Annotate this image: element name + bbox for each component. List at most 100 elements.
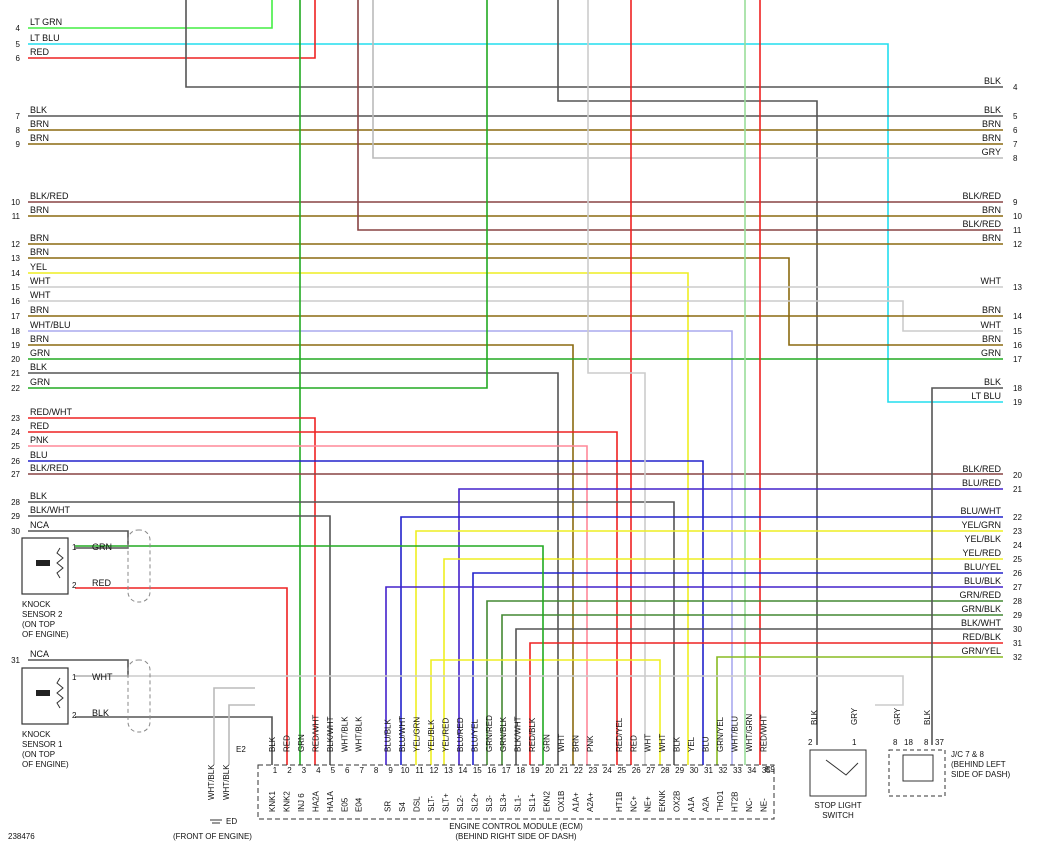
left-wire-color: BRN (30, 133, 49, 143)
ecm-pin-number: 3 (302, 766, 307, 775)
right-wire-number: 23 (1013, 527, 1022, 536)
ecm-pin-number: 18 (516, 766, 525, 775)
knock-sensor-1-coil (56, 677, 64, 709)
ecm-pin-function: OX1B (557, 791, 566, 812)
ecm-pin-function: HA2A (311, 790, 320, 812)
right-wire-number: 22 (1013, 513, 1022, 522)
ecm-pin-number: 22 (574, 766, 583, 775)
left-wire-color: BLK/RED (30, 191, 69, 201)
left-wire-number: 27 (11, 470, 20, 479)
ground-wire: WHT/BLK (222, 764, 231, 800)
ecm-pin-color: BLU/BLK (384, 718, 393, 752)
wire-grnred (486, 600, 1003, 765)
right-wire-color: GRN/BLK (961, 604, 1001, 614)
wire-red-24 (28, 431, 618, 765)
right-wire-number: 32 (1013, 653, 1022, 662)
right-wire-color: BRN (982, 233, 1001, 243)
jc-pin: 8 (924, 738, 929, 747)
right-wire-color: YEL/GRN (961, 520, 1001, 530)
right-wire-number: 6 (1013, 126, 1018, 135)
ecm-pin-color: BLU/RED (456, 717, 465, 752)
left-wire-number: 10 (11, 198, 20, 207)
left-wire-number: 16 (11, 297, 20, 306)
ecm-pin-color: GRN (543, 734, 552, 752)
ecm-pin-number: 21 (560, 766, 569, 775)
left-wire-color: PNK (30, 435, 49, 445)
right-wire-color: BLK (984, 105, 1001, 115)
ecm-pin-number: 9 (388, 766, 393, 775)
wire-blk-21 (28, 372, 559, 765)
knock-sensor-2-label: SENSOR 2 (22, 610, 63, 619)
left-wire-number: 18 (11, 327, 20, 336)
right-wire-number: 5 (1013, 112, 1018, 121)
ecm-pin-color: BLK/WHT (514, 716, 523, 752)
ecm-pin-color: BLU/WHT (398, 716, 407, 752)
ecm-pin-number: 14 (458, 766, 467, 775)
left-wire-number: 21 (11, 369, 20, 378)
left-wire-number: 28 (11, 498, 20, 507)
right-wire-color: WHT (981, 320, 1002, 330)
wire-grnyel (716, 656, 1003, 765)
ecm-pin-color: PNK (586, 735, 595, 752)
right-wire-color: YEL/RED (962, 548, 1001, 558)
left-wire-color: LT BLU (30, 33, 60, 43)
ecm-pin-function: S4 (398, 802, 407, 812)
left-wire-number: 17 (11, 312, 20, 321)
wire-whtblu-18 (28, 330, 733, 765)
wire-blkred-11r (357, 0, 1003, 231)
left-wire-number: 12 (11, 240, 20, 249)
left-wire-color: BRN (30, 119, 49, 129)
right-wire-number: 14 (1013, 312, 1022, 321)
ecm-pin-number: 20 (545, 766, 554, 775)
ecm-pin-function: NE+ (644, 796, 653, 812)
ecm-pin-function: EKN2 (543, 791, 552, 812)
left-wire-color: BRN (30, 334, 49, 344)
ecm-label: ENGINE CONTROL MODULE (ECM) (449, 822, 583, 831)
ecm-pin-function: HT1B (615, 792, 624, 812)
right-wire-color: RED/BLK (962, 632, 1001, 642)
right-wire-color: BRN (982, 334, 1001, 344)
ecm-box (257, 764, 775, 820)
knock-sensor-2-label: KNOCK (22, 600, 51, 609)
ecm-pin-function: OX2B (673, 791, 682, 812)
left-wire-color: WHT (30, 290, 51, 300)
ecm-pin-color: WHT/BLU (730, 716, 739, 752)
right-wire-number: 8 (1013, 154, 1018, 163)
wire-bluyel (472, 572, 1003, 765)
ecm-pin-color: YEL/GRN (413, 717, 422, 752)
left-wire-number: 9 (16, 140, 21, 149)
ecm-pin-color: RED/BLK (528, 717, 537, 752)
left-wire-color: BLK (30, 362, 47, 372)
ground-e2: E2 (236, 745, 246, 754)
wire-ground-b (228, 704, 255, 765)
ecm-pin-function: SL2+ (470, 793, 479, 812)
right-wire-number: 24 (1013, 541, 1022, 550)
right-wire-color: BLU/BLK (964, 576, 1001, 586)
right-wire-color: BLU/WHT (961, 506, 1002, 516)
right-wire-color: BRN (982, 305, 1001, 315)
right-wire-number: 19 (1013, 398, 1022, 407)
left-wire-number: 26 (11, 457, 20, 466)
ecm-pin-number: 27 (646, 766, 655, 775)
ecm-pin-number: 24 (603, 766, 612, 775)
jc-pin: 37 (935, 738, 944, 747)
ecm-pin-color: RED/YEL (615, 717, 624, 752)
wire-redblk (529, 642, 1003, 765)
wire-grnblk (501, 614, 1003, 765)
left-wire-number: 22 (11, 384, 20, 393)
left-wire-color: LT GRN (30, 17, 62, 27)
right-wire-color: GRN/YEL (961, 646, 1001, 656)
wire-red-6 (28, 0, 316, 59)
left-wire-number: 6 (16, 54, 21, 63)
ecm-pin-number: 11 (415, 766, 424, 775)
wire-lt-grn (28, 0, 273, 29)
ecm-pin-number: 6 (345, 766, 350, 775)
left-wire-color: BLK (30, 105, 47, 115)
ecm-pin-function: SL2- (456, 795, 465, 812)
right-wire-color: BLU/RED (962, 478, 1002, 488)
ecm-pin-function: SLT+ (441, 793, 450, 812)
ecm-pin-color: WHT/BLK (340, 716, 349, 752)
ground-ed: ED (226, 817, 237, 826)
ecm-pin-function: THO1 (716, 790, 725, 812)
ecm-pin-number: 31 (704, 766, 713, 775)
